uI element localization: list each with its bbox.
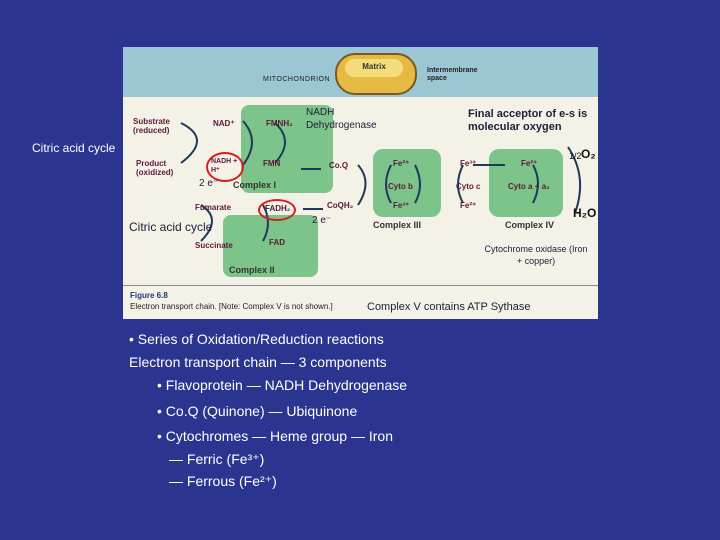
bullet-ferrous: — Ferrous (Fe²⁺) xyxy=(169,473,277,489)
complex-iv-box xyxy=(489,149,563,217)
complex-iii-box xyxy=(373,149,441,217)
bullet-coq: • Co.Q (Quinone) — Ubiquinone xyxy=(157,403,358,419)
fe2-label-cytc: Fe²⁺ xyxy=(460,201,477,210)
half-fraction: 1/2 xyxy=(569,151,582,161)
fe2-label-cytb: Fe²⁺ xyxy=(393,159,410,168)
nad-label: NAD⁺ xyxy=(213,119,235,128)
fadh2-label: FADH₂ xyxy=(265,204,291,213)
figure-caption-text: Electron transport chain. [Note: Complex… xyxy=(130,302,333,311)
product-label: Product (oxidized) xyxy=(136,159,174,177)
bullet-flavoprotein: • Flavoprotein — NADH Dehydrogenase xyxy=(157,377,408,393)
fe3-label-cytb: Fe³⁺ xyxy=(393,201,410,210)
fe3-label-cytc: Fe³⁺ xyxy=(460,159,477,168)
cytb-label: Cyto b xyxy=(388,182,413,191)
complex-ii-label: Complex II xyxy=(229,265,275,275)
bullet-cytochromes: • Cytochromes — Heme group — Iron xyxy=(157,428,393,444)
nadh-dehydrogenase-annotation: NADH Dehydrogenase xyxy=(306,107,377,131)
caption-rule xyxy=(123,285,598,286)
two-electron-label-1: 2 e⁻ xyxy=(199,178,219,189)
fad-label: FAD xyxy=(269,238,285,247)
complex-v-annotation: Complex V contains ATP Sythase xyxy=(367,301,531,313)
final-acceptor-annotation: Final acceptor of e-s is molecular oxyge… xyxy=(468,108,588,133)
complex-iv-label: Complex IV xyxy=(505,220,555,230)
intermembrane-label: Intermembrane space xyxy=(427,67,478,82)
bullet-ferric: — Ferric (Fe³⁺) xyxy=(169,451,265,467)
figure-caption-title: Figure 6.8 xyxy=(130,291,168,300)
fe2-label-cytaa3: Fe²⁺ xyxy=(521,159,538,168)
matrix-label: Matrix xyxy=(362,62,386,71)
o2-label: O₂ xyxy=(581,147,596,161)
fmn-label: FMN xyxy=(263,159,281,168)
citric-acid-cycle-label-2: Citric acid cycle xyxy=(129,220,213,234)
fumarate-label: Fumarate xyxy=(195,203,232,212)
mitochondrion-label: MITOCHONDRION xyxy=(263,76,331,83)
complex-iii-label: Complex III xyxy=(373,220,422,230)
cytc-label: Cyto c xyxy=(456,182,481,191)
two-electron-label-2: 2 e⁻ xyxy=(312,215,332,226)
electron-flow-arrows xyxy=(180,120,582,242)
cytaa3-label: Cyto a + a₃ xyxy=(508,182,550,191)
citric-acid-cycle-label-1: Citric acid cycle xyxy=(32,141,116,155)
succinate-label: Succinate xyxy=(195,241,233,250)
fmnh2-label: FMNH₂ xyxy=(266,119,293,128)
coqh2-label: CoQH₂ xyxy=(327,201,354,210)
h2o-label: H₂O xyxy=(573,206,597,220)
complex-i-box xyxy=(241,105,333,193)
etc-figure: Matrix MITOCHONDRION Intermembrane space xyxy=(123,47,598,319)
coq-label: Co.Q xyxy=(329,161,349,170)
cytochrome-oxidase-annotation: Cytochrome oxidase (Iron + copper) xyxy=(484,244,588,266)
substrate-label: Substrate (reduced) xyxy=(133,117,170,135)
nadh-highlight-circle xyxy=(206,152,244,182)
bullet-etc-components: Electron transport chain — 3 components xyxy=(129,354,387,370)
fadh2-highlight-circle xyxy=(258,199,296,221)
nadh-label: NADH + H⁺ xyxy=(211,158,238,174)
complex-ii-box xyxy=(223,215,318,277)
complex-i-label: Complex I xyxy=(233,180,277,190)
matrix-inner xyxy=(345,59,403,77)
bullet-oxidation-reduction: • Series of Oxidation/Reduction reaction… xyxy=(129,331,384,347)
